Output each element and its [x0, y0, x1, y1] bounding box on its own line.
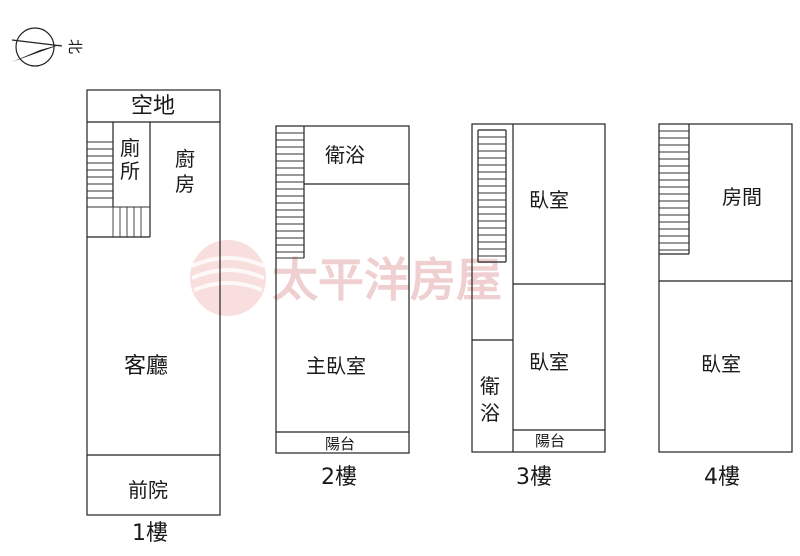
floor-2-label: 2樓	[321, 465, 357, 490]
watermark: 太平洋房屋	[190, 240, 502, 316]
compass-north-label: 北	[66, 39, 84, 54]
compass: 北	[11, 27, 84, 67]
room-master-bedroom: 主臥室	[306, 354, 366, 378]
floor-3-label: 3樓	[516, 465, 552, 490]
room-balcony: 陽台	[325, 435, 355, 453]
floor-1-label: 1樓	[132, 521, 168, 546]
room-toilet-char-2: 所	[120, 159, 140, 183]
floor-4-outline	[658, 123, 793, 453]
floor-2-stairs	[276, 132, 304, 259]
watermark-text: 太平洋房屋	[272, 253, 502, 307]
floor-1: 空地 廁 所 廚 房 客廳 前院 1樓	[86, 89, 221, 546]
room-room: 房間	[722, 185, 762, 209]
room-open-space: 空地	[131, 94, 175, 119]
compass-circle	[15, 27, 55, 67]
floor-1-stairs-vertical	[87, 141, 150, 208]
floor-2: 衛浴 主臥室 陽台 2樓	[275, 125, 410, 490]
compass-line	[11, 39, 63, 47]
room-balcony: 陽台	[535, 432, 565, 450]
floor-2-outline	[275, 125, 410, 454]
room-kitchen-char-1: 廚	[175, 147, 195, 171]
room-kitchen-char-2: 房	[175, 172, 195, 196]
floor-1-outline	[86, 89, 221, 516]
room-bath-char-1: 衛	[480, 374, 500, 398]
watermark-logo-icon	[190, 240, 266, 316]
compass-arrow-icon	[12, 44, 62, 62]
room-bedroom: 臥室	[701, 352, 741, 376]
floor-1-stairs-horizontal	[112, 207, 142, 237]
floor-3-outline	[471, 123, 606, 453]
floor-4-label: 4樓	[704, 465, 740, 490]
room-bath: 衛浴	[325, 143, 365, 167]
room-bedroom-top: 臥室	[529, 188, 569, 212]
room-front-yard: 前院	[128, 478, 168, 502]
room-bath-char-2: 浴	[480, 401, 500, 425]
floor-4: 房間 臥室 4樓	[658, 123, 793, 490]
room-bedroom-mid: 臥室	[529, 350, 569, 374]
floor-4-stairs	[659, 130, 689, 251]
floor-3-stairs	[478, 136, 506, 257]
floor-3: 臥室 臥室 衛 浴 陽台 3樓	[471, 123, 606, 490]
room-toilet-char-1: 廁	[120, 136, 140, 160]
room-living: 客廳	[124, 354, 168, 379]
